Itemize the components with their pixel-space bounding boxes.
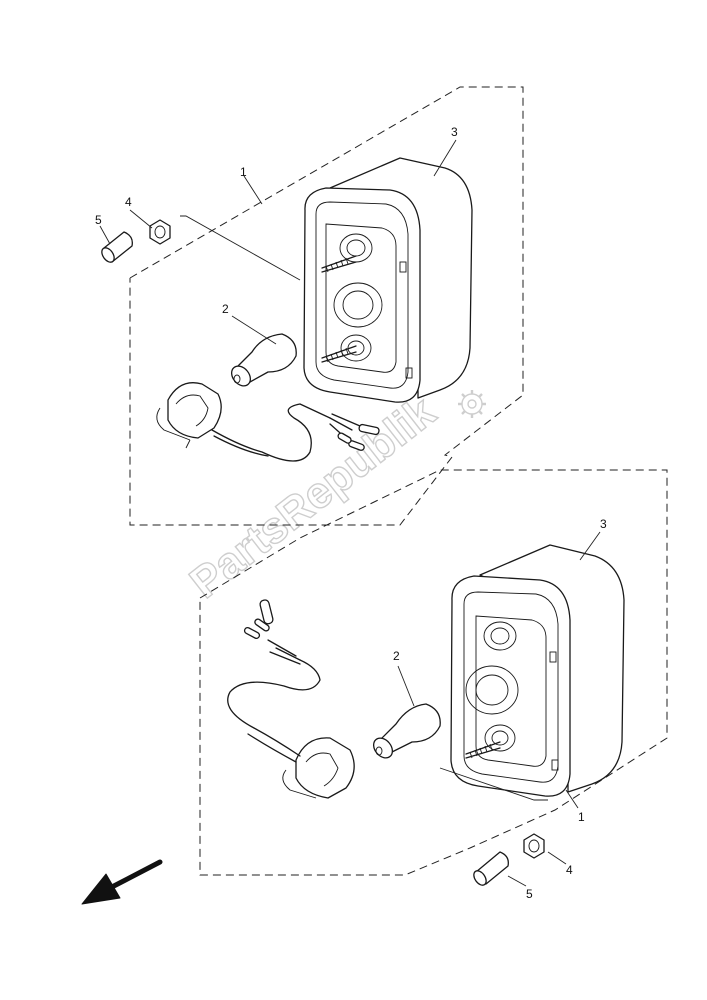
lower-nut xyxy=(523,833,545,859)
upper-callout-3: 3 xyxy=(451,125,458,139)
lower-callout-2: 2 xyxy=(393,649,400,663)
upper-housing xyxy=(303,157,473,403)
lower-bulb xyxy=(372,703,441,759)
lower-callout-3: 3 xyxy=(600,517,607,531)
upper-callout-5: 5 xyxy=(95,213,102,227)
gear-icon xyxy=(458,390,486,418)
lower-callout-4: 4 xyxy=(566,863,573,877)
upper-collar xyxy=(101,231,133,263)
upper-callout-1: 1 xyxy=(240,165,247,179)
lower-housing xyxy=(450,544,625,797)
lower-callout-5: 5 xyxy=(526,887,533,901)
lower-callout-1: 1 xyxy=(578,810,585,824)
lower-assembly: 1 2 3 4 5 xyxy=(199,469,668,901)
upper-socket-wiring xyxy=(156,382,380,462)
upper-bulb xyxy=(230,333,297,387)
front-direction-arrow-icon xyxy=(81,859,163,905)
lower-assembly-boundary xyxy=(199,469,668,876)
upper-nut xyxy=(149,219,171,245)
upper-callout-4: 4 xyxy=(125,195,132,209)
upper-callout-2: 2 xyxy=(222,302,229,316)
watermark-text: PartsRepublik xyxy=(181,387,445,608)
upper-assembly: 1 2 3 4 5 xyxy=(95,86,524,526)
lower-socket-wiring xyxy=(227,599,355,799)
lower-collar xyxy=(473,851,509,886)
upper-assembly-boundary xyxy=(129,86,524,526)
